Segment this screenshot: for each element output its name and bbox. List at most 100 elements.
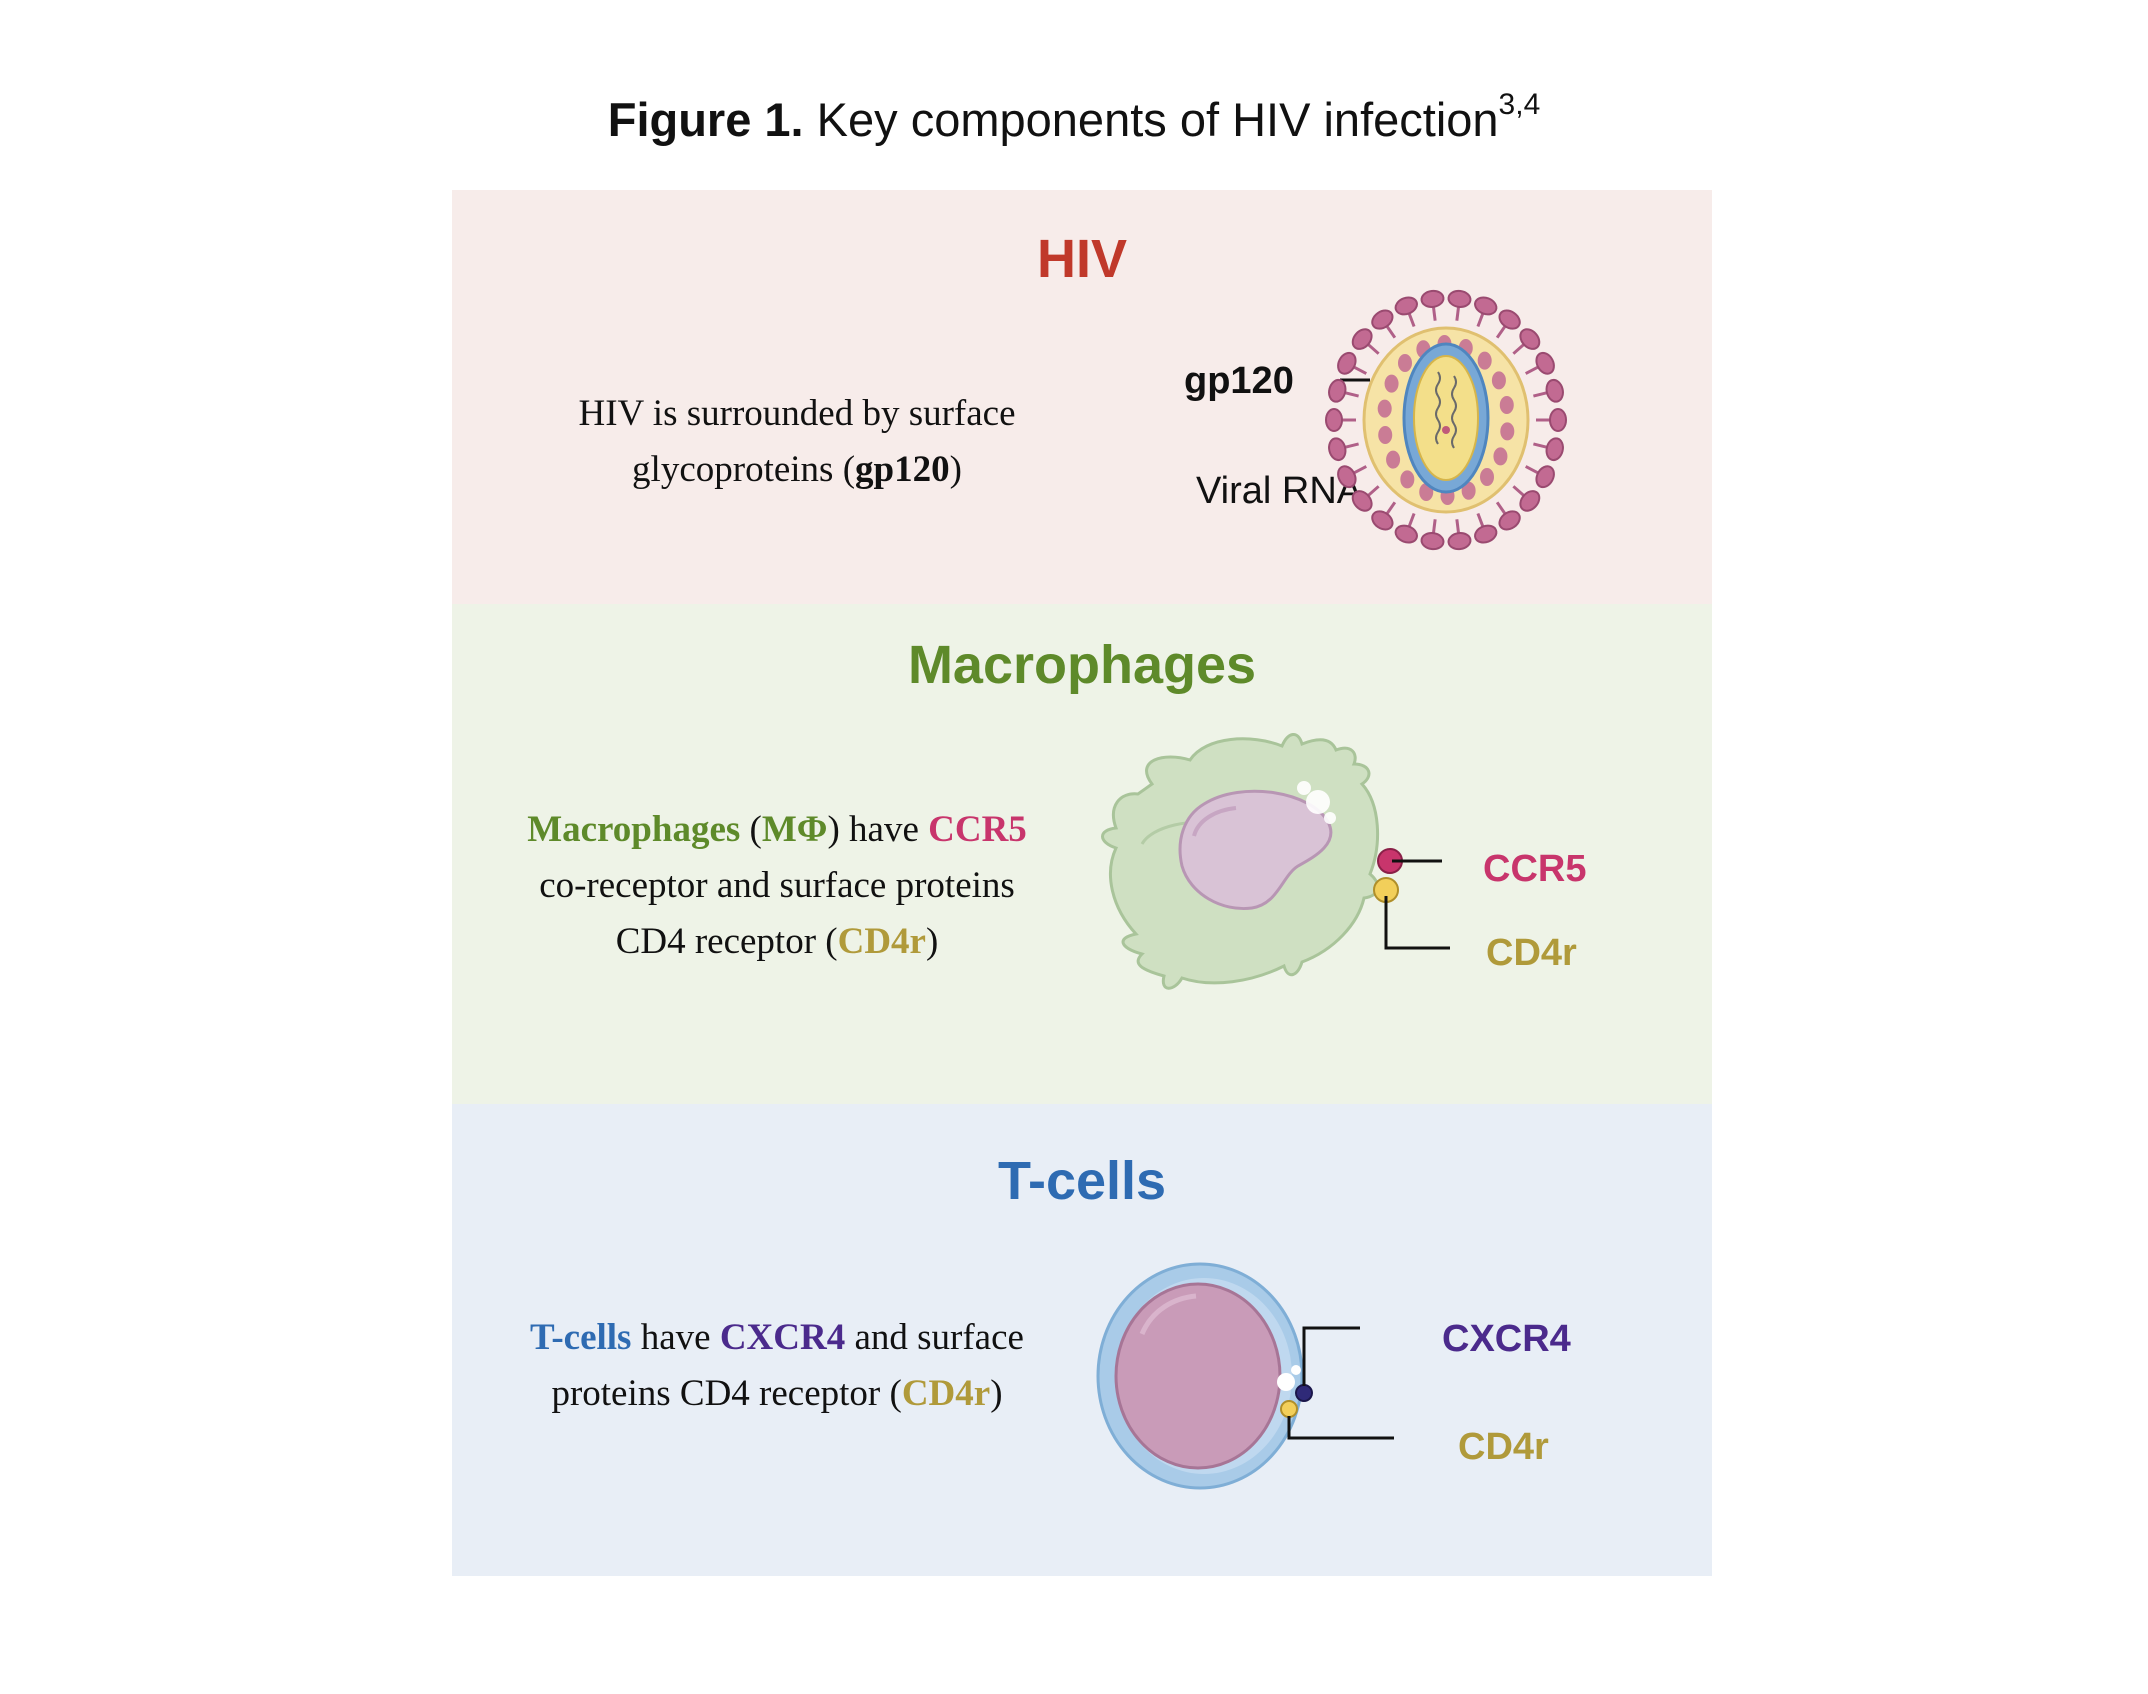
matrix-protein <box>1378 426 1393 445</box>
hiv-desc-text-end: ) <box>949 449 962 490</box>
tc-desc-line-2: proteins CD4 receptor (CD4r) <box>497 1366 1057 1422</box>
gp120-label: gp120 <box>1184 360 1294 402</box>
vacuole-3 <box>1324 812 1336 824</box>
mac-desc-macrophages: Macrophages <box>527 809 741 850</box>
gp120-head <box>1474 296 1498 316</box>
tc-cd4r-leader-line <box>1287 1416 1394 1440</box>
mac-desc-line-3: CD4 receptor (CD4r) <box>497 914 1057 970</box>
tcell-illustration <box>1096 1262 1394 1490</box>
mac-cd4r-leader-line <box>1384 896 1450 950</box>
gp120-head <box>1474 524 1498 544</box>
tcell-description: T-cells have CXCR4 and surface proteins … <box>497 1310 1057 1422</box>
matrix-protein <box>1384 374 1399 393</box>
hiv-desc-line-2: glycoproteins (gp120) <box>517 442 1077 498</box>
matrix-protein <box>1480 468 1495 487</box>
mac-desc-ccr5: CCR5 <box>928 809 1027 850</box>
matrix-protein <box>1461 481 1476 500</box>
tc-desc-cd4r: CD4r <box>901 1373 991 1414</box>
gp120-head <box>1337 351 1357 375</box>
gp120-head <box>1535 465 1555 489</box>
gp120-head <box>1535 351 1555 375</box>
gp120-head <box>1328 437 1347 462</box>
tc-cd4-receptor <box>1280 1400 1298 1418</box>
tc-desc-tcells: T-cells <box>530 1317 632 1358</box>
hiv-description: HIV is surrounded by surface glycoprotei… <box>517 386 1077 498</box>
tc-desc-text-d: ) <box>990 1373 1003 1414</box>
mac-desc-text-a: ( <box>740 809 762 850</box>
mac-desc-mphi: MΦ <box>761 809 828 850</box>
cxcr4-leader-line <box>1302 1326 1360 1386</box>
mac-desc-line-1: Macrophages (MΦ) have CCR5 <box>497 802 1057 858</box>
gp120-head <box>1545 378 1564 403</box>
hiv-panel: HIV HIV is surrounded by surface glycopr… <box>452 190 1712 604</box>
ccr5-label: CCR5 <box>1483 848 1587 890</box>
gp120-head <box>1519 490 1541 512</box>
capsid-core <box>1413 355 1479 481</box>
gp120-head <box>1420 289 1445 308</box>
figure-caption: Key components of HIV infection <box>816 93 1499 146</box>
viral-rna-strand-1 <box>1435 371 1441 445</box>
matrix-protein <box>1477 351 1492 370</box>
tcell-panel: T-cells T-cells have CXCR4 and surface p… <box>452 1104 1712 1576</box>
reverse-transcriptase <box>1442 426 1450 434</box>
gp120-head <box>1519 328 1541 350</box>
gp120-head <box>1394 296 1418 316</box>
figure-references: 3,4 <box>1498 88 1541 121</box>
cxcr4-receptor <box>1295 1384 1313 1402</box>
matrix-protein <box>1499 395 1514 414</box>
tcell-vacuole-1 <box>1277 1373 1295 1391</box>
hiv-desc-gp120: gp120 <box>855 449 950 490</box>
gp120-head <box>1394 524 1418 544</box>
gp120-head <box>1549 408 1567 432</box>
mac-desc-text-b: ) have <box>827 809 929 850</box>
matrix-protein <box>1500 422 1515 441</box>
hiv-desc-line-1: HIV is surrounded by surface <box>578 393 1016 434</box>
tc-desc-text-b: and surface <box>845 1317 1024 1358</box>
viral-rna-strand-2 <box>1451 375 1457 449</box>
matrix-protein <box>1397 353 1412 372</box>
mac-desc-cd4r: CD4r <box>837 921 926 962</box>
gp120-head <box>1498 510 1521 531</box>
mac-desc-text-d: ) <box>925 921 939 962</box>
tcell-nucleus <box>1114 1282 1282 1470</box>
gp120-head <box>1545 437 1564 462</box>
tc-cd4r-label: CD4r <box>1458 1426 1549 1468</box>
gp120-head <box>1325 408 1343 432</box>
macrophage-illustration <box>1101 733 1450 990</box>
figure-number: Figure 1. <box>607 93 804 146</box>
mac-desc-text-c: CD4 receptor ( <box>615 921 838 962</box>
nucleus-highlight <box>1192 806 1237 837</box>
hiv-desc-text: glycoproteins ( <box>632 449 856 490</box>
gp120-spikes <box>1325 289 1567 551</box>
gp120-head <box>1371 309 1394 330</box>
tcell-nucleus-highlight <box>1139 1293 1197 1336</box>
gp120-head <box>1351 328 1373 350</box>
cxcr4-label: CXCR4 <box>1442 1318 1571 1360</box>
matrix-protein <box>1493 447 1508 466</box>
figure-title: Figure 1. Key components of HIV infectio… <box>0 90 2148 147</box>
matrix-protein <box>1400 470 1415 489</box>
tcell-panel-title: T-cells <box>997 1151 1167 1211</box>
mac-desc-line-2: co-receptor and surface proteins <box>539 865 1015 906</box>
macrophage-nucleus <box>1178 789 1333 911</box>
hiv-panel-title: HIV <box>1036 229 1128 289</box>
gp120-head <box>1498 309 1521 330</box>
macrophage-panel: Macrophages Macrophages (MΦ) have CCR5 c… <box>452 604 1712 1104</box>
matrix-protein <box>1377 399 1392 418</box>
matrix-protein <box>1386 450 1401 469</box>
macrophage-panel-title: Macrophages <box>907 635 1257 695</box>
matrix-protein <box>1491 371 1506 390</box>
hiv-virion-illustration <box>1325 289 1567 551</box>
gp120-head <box>1328 378 1347 403</box>
gp120-head <box>1371 510 1394 531</box>
gp120-head <box>1337 465 1357 489</box>
gp120-head <box>1351 490 1373 512</box>
tc-desc-cxcr4: CXCR4 <box>719 1317 846 1358</box>
gp120-head <box>1447 532 1472 551</box>
vacuole-1 <box>1306 790 1330 814</box>
gp120-head <box>1447 289 1472 308</box>
tc-desc-text-a: have <box>631 1317 720 1358</box>
vacuole-2 <box>1297 781 1311 795</box>
viral-rna-label: Viral RNA <box>1196 470 1363 512</box>
